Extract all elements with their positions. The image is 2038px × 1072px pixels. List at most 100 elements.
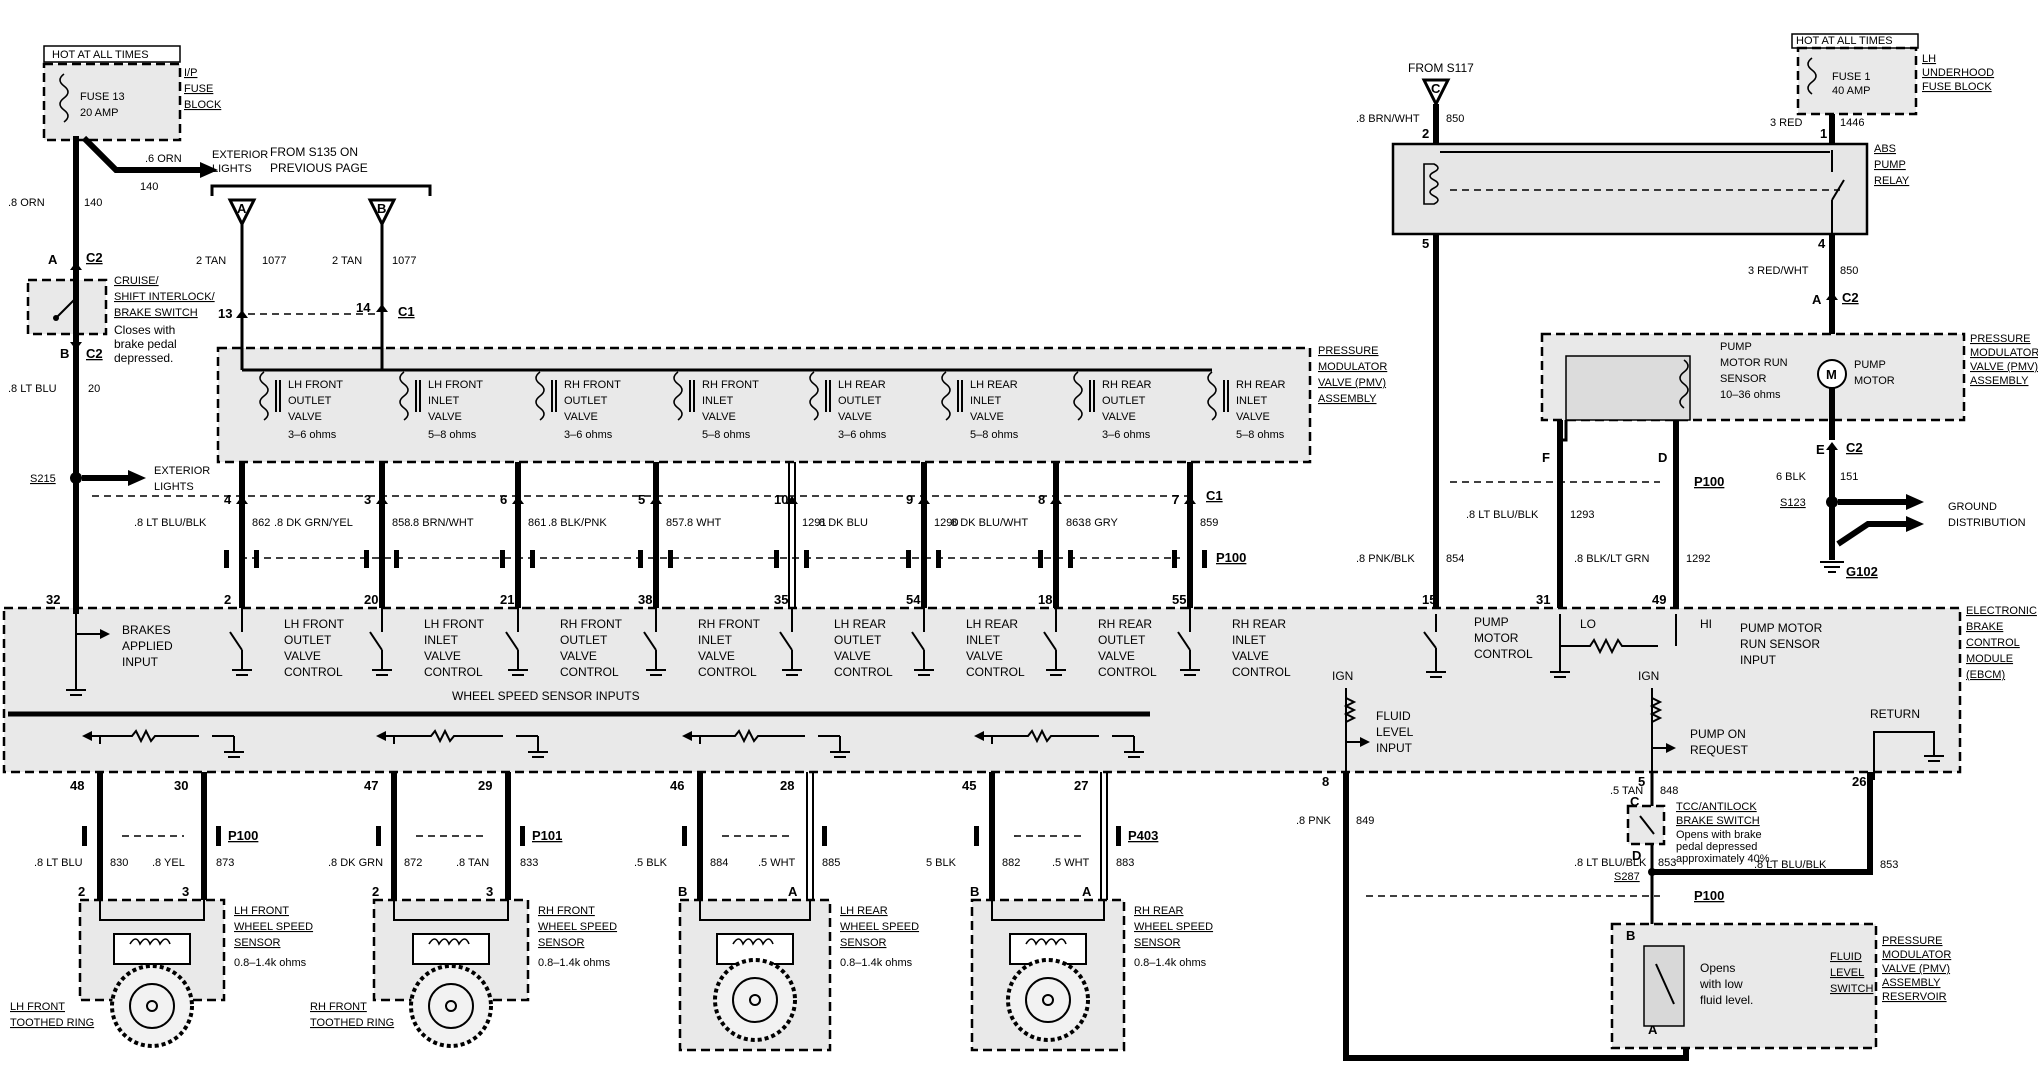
sensor-2-name-0: LH REAR	[840, 905, 888, 917]
p100-connector-6-left	[1038, 550, 1043, 568]
sensor-2-pin-0: B	[678, 884, 687, 899]
exterior-lights-top-1: EXTERIOR	[212, 149, 268, 161]
ebcm-control-0-line-1: OUTLET	[284, 633, 332, 647]
ebcm-box	[2, 606, 1962, 774]
pmv-valve-0-name-1: OUTLET	[288, 395, 332, 407]
pump-motor-control-1: PUMP	[1474, 615, 1509, 629]
sensor-3-wire-1-color: .5 WHT	[1052, 857, 1090, 869]
right-p100: P100	[1694, 474, 1724, 489]
run-input-1: PUMP MOTOR	[1740, 621, 1823, 635]
hi-label: HI	[1700, 617, 1712, 631]
sensor-3-name-2: SENSOR	[1134, 937, 1181, 949]
cruise-switch-3: BRAKE SWITCH	[114, 307, 198, 319]
ebcm-top-pin-3: 38	[638, 592, 652, 607]
red3-label: 3 RED	[1770, 117, 1802, 129]
pmv-title-4: ASSEMBLY	[1318, 393, 1377, 405]
p100-connector-0-right	[254, 550, 259, 568]
pmv-valve-6-name-0: RH REAR	[1102, 379, 1152, 391]
sensor-2-name-1: WHEEL SPEED	[840, 921, 919, 933]
ebcm-control-6-line-1: OUTLET	[1098, 633, 1146, 647]
ebcm-bottom-pin-7: 27	[1074, 778, 1088, 793]
ebcm-title-5: (EBCM)	[1966, 669, 2005, 681]
red-wht-circuit: 850	[1840, 265, 1858, 277]
lt-blu-blk-853-a: .8 LT BLU/BLK	[1574, 857, 1647, 869]
pmv-valve-6-ohms: 3–6 ohms	[1102, 429, 1151, 441]
return-label: RETURN	[1870, 707, 1920, 721]
conn-c2-b: C2	[86, 346, 103, 361]
tan5-circuit: 848	[1660, 785, 1678, 797]
red-wht-label: 3 RED/WHT	[1748, 265, 1809, 277]
ebcm-control-5-line-3: CONTROL	[966, 665, 1025, 679]
sensor-3-connector-b	[1116, 826, 1121, 846]
ebcm-control-6-line-2: VALVE	[1098, 649, 1135, 663]
sensor-1-connector-label: P101	[532, 828, 562, 843]
red3-circuit: 1446	[1840, 117, 1864, 129]
pmv-valve-4-ohms: 3–6 ohms	[838, 429, 887, 441]
from-s135-1: FROM S135 ON	[270, 145, 358, 159]
tcc-switch-1: TCC/ANTILOCK	[1676, 801, 1757, 813]
sensor-1-ring-0: RH FRONT	[310, 1001, 367, 1013]
sensor-1-connector-a	[376, 826, 381, 846]
hot-at-all-times-left: HOT AT ALL TIMES	[52, 49, 149, 61]
pmv-valve-0-name-2: VALVE	[288, 411, 322, 423]
pmv-title-2: MODULATOR	[1318, 361, 1387, 373]
fuse1-amp: 40 AMP	[1832, 85, 1871, 97]
pump-conn-c2-a: C2	[1842, 290, 1859, 305]
pnk-blk-circuit: 854	[1446, 553, 1464, 565]
p100-connector-7-left	[1172, 550, 1177, 568]
ebcm-control-2-line-1: OUTLET	[560, 633, 608, 647]
fuse1-name: FUSE 1	[1832, 71, 1871, 83]
pmv-wire-5-circuit: 1290	[934, 517, 958, 529]
ebcm-pin-5: 5	[1638, 774, 1645, 789]
exterior-lights-mid-1: EXTERIOR	[154, 465, 210, 477]
sensor-3-wire-1-circuit: 883	[1116, 857, 1134, 869]
ground-dist-2: DISTRIBUTION	[1948, 517, 2026, 529]
ebcm-top-pin-6: 18	[1038, 592, 1052, 607]
ebcm-control-1-line-0: LH FRONT	[424, 617, 485, 631]
ebcm-control-4-line-3: CONTROL	[834, 665, 893, 679]
sensor-2-connector-b	[822, 826, 827, 846]
ebcm-top-pin-2: 21	[500, 592, 514, 607]
ip-fuse-block-label-1: I/P	[184, 67, 197, 79]
run-input-3: INPUT	[1740, 653, 1777, 667]
brakes-applied-3: INPUT	[122, 655, 159, 669]
pmv-wire-6-color: .8 DK BLU/WHT	[948, 517, 1028, 529]
pmv-valve-6-name-2: VALVE	[1102, 411, 1136, 423]
ebcm-control-3-line-2: VALVE	[698, 649, 735, 663]
pmv-valve-7-name-0: RH REAR	[1236, 379, 1286, 391]
brn-wht-circuit: 850	[1446, 113, 1464, 125]
ign-1: IGN	[1332, 669, 1353, 683]
sensor-0-toothed-ring-icon	[110, 964, 194, 1048]
reservoir-3: VALVE (PMV)	[1882, 963, 1950, 975]
ebcm-control-3-line-0: RH FRONT	[698, 617, 761, 631]
conn-a: A	[48, 252, 58, 267]
tri-c: C	[1431, 81, 1441, 96]
pmv-c1-pin-7: 7	[1172, 492, 1179, 507]
run-sensor-ohms: 10–36 ohms	[1720, 389, 1781, 401]
pmv-valve-2-ohms: 3–6 ohms	[564, 429, 613, 441]
pmv-valve-7-name-2: VALVE	[1236, 411, 1270, 423]
pmv-valve-0-ohms: 3–6 ohms	[288, 429, 337, 441]
reservoir-5: RESERVOIR	[1882, 991, 1947, 1003]
sensor-3-pin-1: A	[1082, 884, 1092, 899]
pmv-c1-pin-5: 9	[906, 492, 913, 507]
p100-connector-6-right	[1068, 550, 1073, 568]
pmv-valve-4-name-1: OUTLET	[838, 395, 882, 407]
fuse13-amp: 20 AMP	[80, 107, 119, 119]
sensor-0-ohms: 0.8–1.4k ohms	[234, 957, 307, 969]
ebcm-control-6-line-0: RH REAR	[1098, 617, 1152, 631]
pmv-valve-7-ohms: 5–8 ohms	[1236, 429, 1285, 441]
reservoir-4: ASSEMBLY	[1882, 977, 1941, 989]
sensor-0-name-0: LH FRONT	[234, 905, 289, 917]
pump-pin-d: D	[1658, 450, 1667, 465]
underhood-2: UNDERHOOD	[1922, 67, 1994, 79]
pump-motor-control-2: MOTOR	[1474, 631, 1519, 645]
brakes-applied-2: APPLIED	[122, 639, 173, 653]
pmv-c1: C1	[1206, 488, 1223, 503]
sensor-2-wire-0-circuit: 884	[710, 857, 728, 869]
pmv-c1-pin-2: 6	[500, 492, 507, 507]
pmv-valve-5-name-2: VALVE	[970, 411, 1004, 423]
p100-connector-1-left	[364, 550, 369, 568]
run-sensor-3: SENSOR	[1720, 373, 1767, 385]
